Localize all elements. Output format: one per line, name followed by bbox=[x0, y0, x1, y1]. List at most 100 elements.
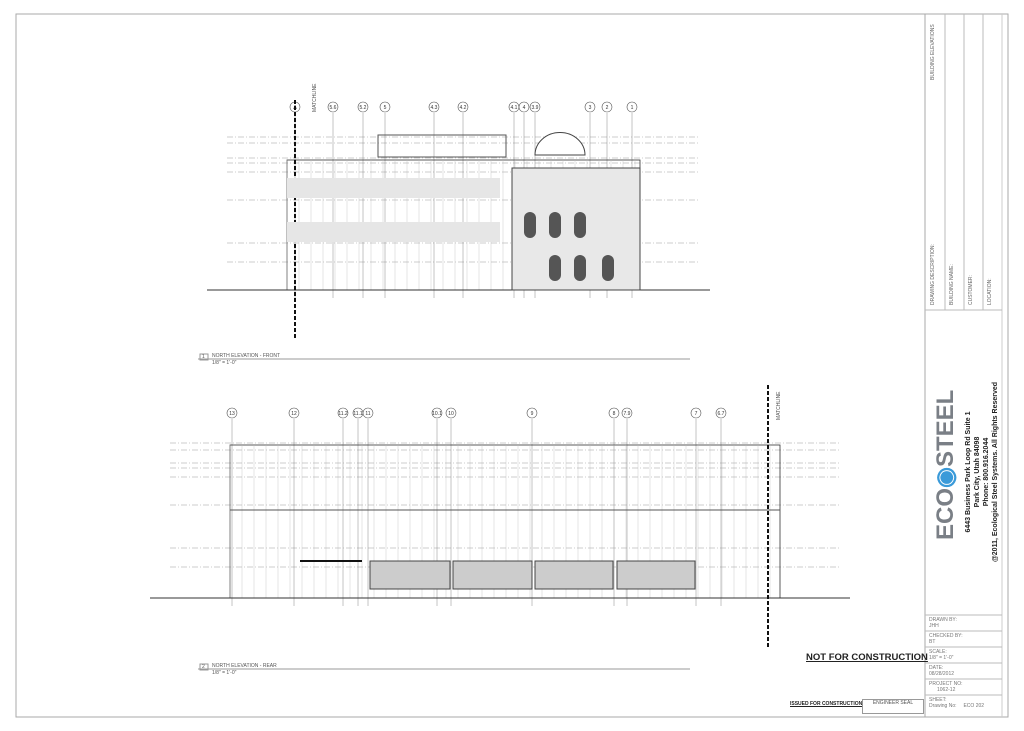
drawing-description-label: DRAWING DESCRIPTION: bbox=[930, 244, 936, 305]
drawn-by: JHH bbox=[929, 623, 939, 629]
grid-bubble bbox=[715, 407, 727, 419]
view-number: 2 bbox=[202, 664, 205, 670]
grid-label: 13 bbox=[229, 411, 235, 417]
grid-bubble bbox=[529, 101, 541, 113]
grid-bubble bbox=[584, 101, 596, 113]
grid-bubble bbox=[379, 101, 391, 113]
ribbon-window bbox=[287, 222, 500, 242]
drawing-no-label: Drawing No: bbox=[929, 703, 957, 709]
grid-label: 4.3 bbox=[431, 105, 438, 111]
project-no-label: PROJECT NO: bbox=[929, 681, 963, 687]
grid-bubble bbox=[526, 407, 538, 419]
location-label: LOCATION: bbox=[987, 278, 993, 305]
grid-bubble bbox=[327, 101, 339, 113]
grid-label: 7 bbox=[695, 411, 698, 417]
arched-window bbox=[549, 212, 561, 238]
grid-label: 3.9 bbox=[532, 105, 539, 111]
grid-label: 10.1 bbox=[432, 411, 442, 417]
matchline-label: MATCHLINE bbox=[776, 391, 782, 420]
arched-window bbox=[602, 255, 614, 281]
issued-for-construction-stamp: ISSUED FOR CONSTRUCTION bbox=[790, 701, 863, 707]
clerestory bbox=[377, 134, 507, 158]
arched-window bbox=[549, 255, 561, 281]
grid-bubble bbox=[288, 407, 300, 419]
view-number: 1 bbox=[202, 354, 205, 360]
grid-bubble bbox=[445, 407, 457, 419]
scale-label: SCALE: bbox=[929, 649, 947, 655]
grid-bubble bbox=[457, 101, 469, 113]
grid-bubble bbox=[357, 101, 369, 113]
date-label: DATE: bbox=[929, 665, 944, 671]
view-scale: 1/8" = 1'-0" bbox=[212, 670, 237, 676]
grid-label: 10 bbox=[448, 411, 454, 417]
grid-bubble bbox=[690, 407, 702, 419]
checked-by: BT bbox=[929, 639, 936, 645]
grid-bubble bbox=[362, 407, 374, 419]
grid-bubble bbox=[518, 101, 530, 113]
drawing-no: ECO 202 bbox=[963, 703, 985, 709]
project-no: 1062-12 bbox=[937, 687, 956, 693]
grid-bubble bbox=[428, 101, 440, 113]
matchline-label: MATCHLINE bbox=[312, 83, 318, 112]
grid-label: 3 bbox=[589, 105, 592, 111]
grid-label: 12 bbox=[291, 411, 297, 417]
grid-label: 2 bbox=[606, 105, 609, 111]
grid-label: 5 bbox=[384, 105, 387, 111]
grid-bubble bbox=[226, 407, 238, 419]
grid-label: 9 bbox=[531, 411, 534, 417]
grid-label: 4 bbox=[523, 105, 526, 111]
grid-label: 8 bbox=[613, 411, 616, 417]
grid-label: 6.7 bbox=[718, 411, 725, 417]
drawn-by-label: DRAWN BY: bbox=[929, 617, 957, 623]
scale: 1/8" = 1'-0" bbox=[929, 655, 954, 661]
arched-window bbox=[524, 212, 536, 238]
address-line: Park City, Utah 84098 bbox=[974, 436, 981, 508]
grid-bubble bbox=[337, 407, 349, 419]
grid-bubble bbox=[608, 407, 620, 419]
arched-window bbox=[574, 212, 586, 238]
grid-bubble bbox=[621, 407, 633, 419]
phone: Phone: 800.916.2044 bbox=[983, 437, 990, 507]
view-number-box bbox=[199, 663, 209, 671]
customer-label: CUSTOMER: bbox=[968, 275, 974, 305]
door-panel bbox=[369, 560, 451, 590]
grid-label: 1 bbox=[631, 105, 634, 111]
grid-label: 4.1 bbox=[511, 105, 518, 111]
ribbon-window bbox=[287, 178, 500, 198]
building-name-label: BUILDING NAME: bbox=[949, 264, 955, 305]
sheet-border bbox=[15, 13, 1009, 718]
view-title: NORTH ELEVATION - FRONT bbox=[212, 353, 281, 359]
grid-label: 7.9 bbox=[624, 411, 631, 417]
arched-window bbox=[574, 255, 586, 281]
grid-bubble bbox=[601, 101, 613, 113]
engineer-seal-box: ENGINEER SEAL bbox=[862, 699, 924, 714]
door-panel bbox=[616, 560, 696, 590]
not-for-construction-stamp: NOT FOR CONSTRUCTION bbox=[806, 652, 928, 663]
address-line: 6443 Business Park Loop Rd Suite 1 bbox=[965, 411, 972, 533]
grid-label: 11 bbox=[365, 411, 370, 417]
company-address: 6443 Business Park Loop Rd Suite 1 Park … bbox=[964, 372, 1000, 572]
view-title: NORTH ELEVATION - REAR bbox=[212, 663, 277, 669]
drawing-description-value: BUILDING ELEVATIONS bbox=[930, 24, 936, 80]
view-scale: 1/8" = 1'-0" bbox=[212, 360, 237, 366]
date: 08/28/2012 bbox=[929, 671, 955, 677]
ecosteel-logo: ECO◉STEEL bbox=[932, 389, 959, 540]
grid-bubble bbox=[431, 407, 443, 419]
title-block-rows bbox=[925, 14, 1002, 696]
dome bbox=[534, 132, 586, 156]
door-panel bbox=[534, 560, 614, 590]
grid-label: 5.6 bbox=[330, 105, 337, 111]
grid-label: 5.2 bbox=[360, 105, 367, 111]
door-panel bbox=[452, 560, 533, 590]
grid-label: 4.2 bbox=[460, 105, 467, 111]
engineer-seal-label: ENGINEER SEAL bbox=[872, 700, 914, 706]
sheet-label: SHEET: bbox=[929, 697, 947, 703]
grid-label: 11.1 bbox=[353, 411, 363, 417]
view-number-box bbox=[199, 353, 209, 361]
grid-bubble bbox=[626, 101, 638, 113]
grid-label: 11.2 bbox=[338, 411, 348, 417]
copyright: @2011, Ecological Steel Systems. All Rig… bbox=[992, 381, 999, 563]
